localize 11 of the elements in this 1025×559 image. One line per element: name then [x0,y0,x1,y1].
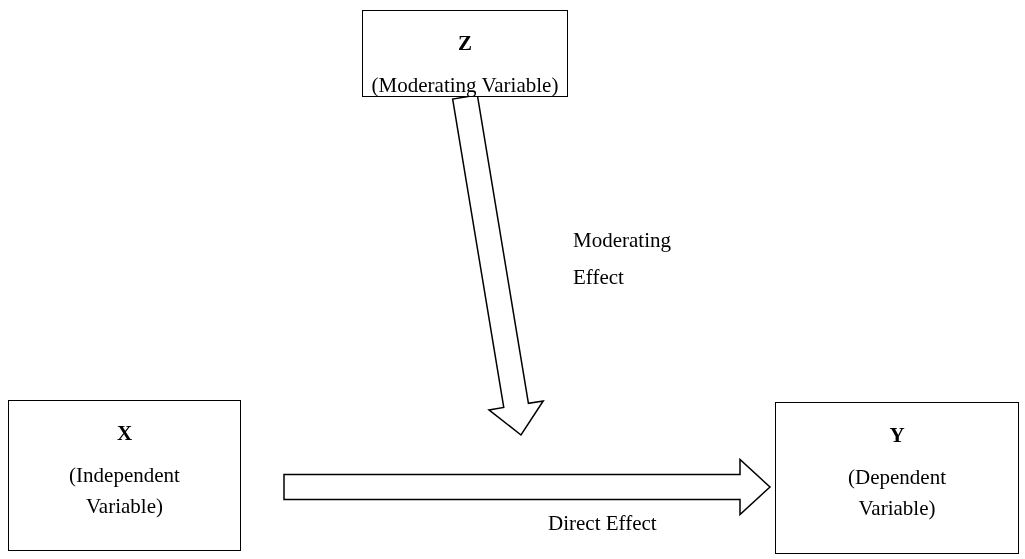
variable-description: (Moderating Variable) [371,72,559,99]
variable-box [8,400,241,551]
variable-symbol: X [116,421,133,446]
variable-box [362,10,568,97]
variable-description: (Dependent Variable) [847,464,947,522]
block-arrow [283,457,772,517]
variable-box [775,402,1019,554]
variable-symbol: Z [458,31,472,56]
variable-description: (Independent Variable) [68,462,181,520]
block-arrow [451,94,545,437]
variable-symbol: Y [889,423,905,448]
